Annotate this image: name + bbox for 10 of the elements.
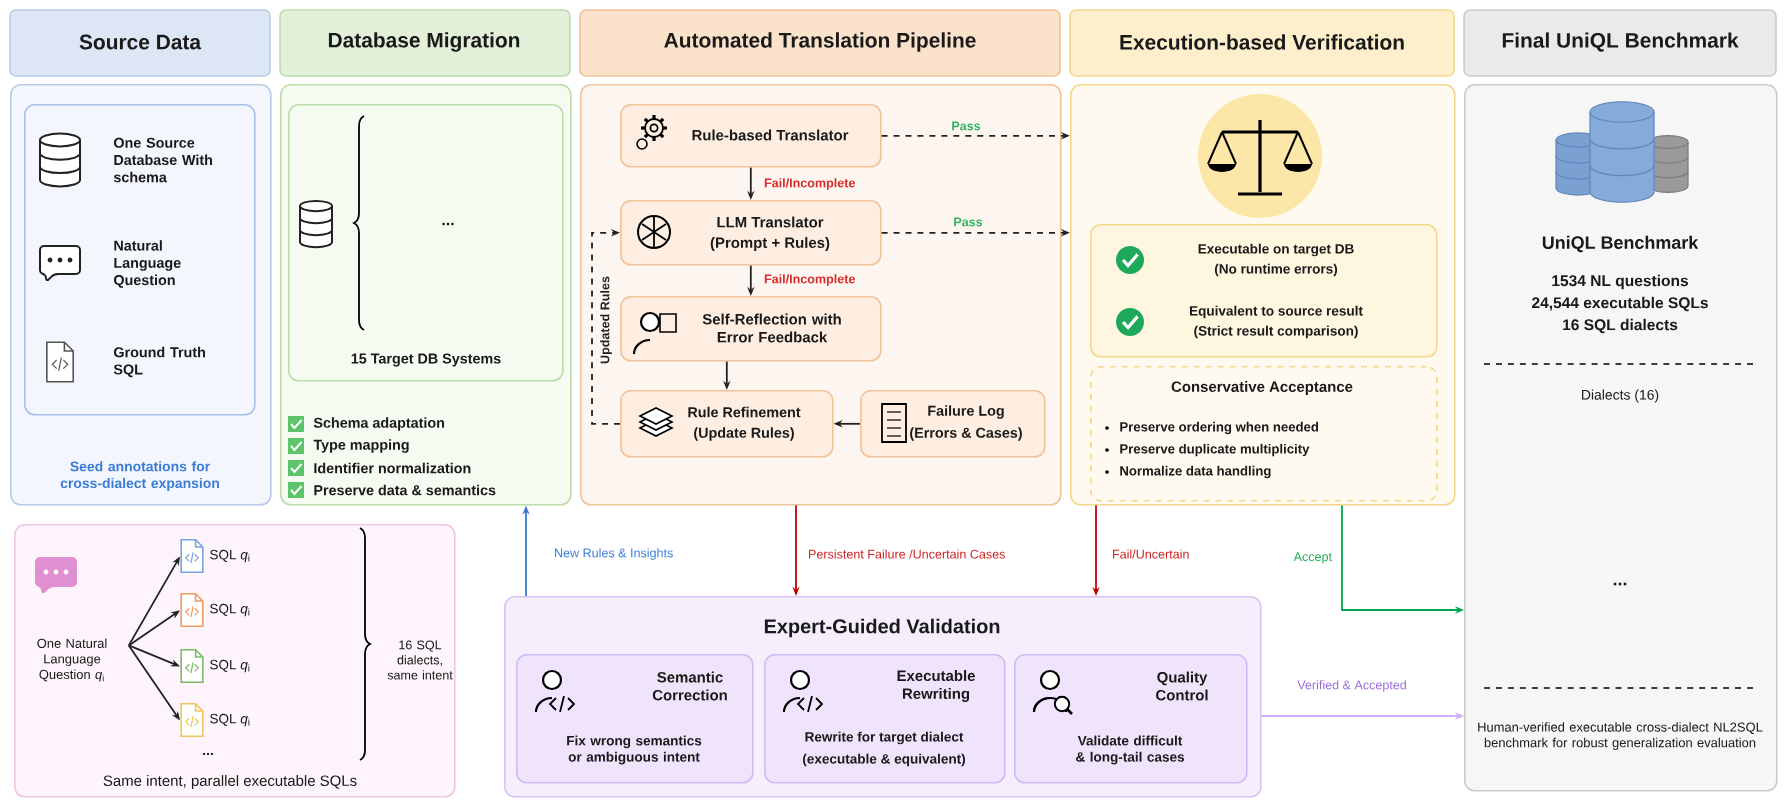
- panel-title: Database Migration: [328, 32, 520, 52]
- arrow: [591, 229, 621, 425]
- panel-title: Final UniQL Benchmark: [1502, 32, 1739, 52]
- arrow: [127, 610, 180, 647]
- panel-title: Automated Translation Pipeline: [664, 32, 976, 52]
- ellipsis-mark: ...: [1613, 582, 1627, 586]
- benchmark-name: UniQL Benchmark: [1542, 235, 1699, 253]
- panel-title: Execution-based Verification: [1120, 34, 1404, 50]
- panel-title: Expert-Guided Validation: [764, 618, 1000, 638]
- panel-title: Source Data: [79, 34, 202, 50]
